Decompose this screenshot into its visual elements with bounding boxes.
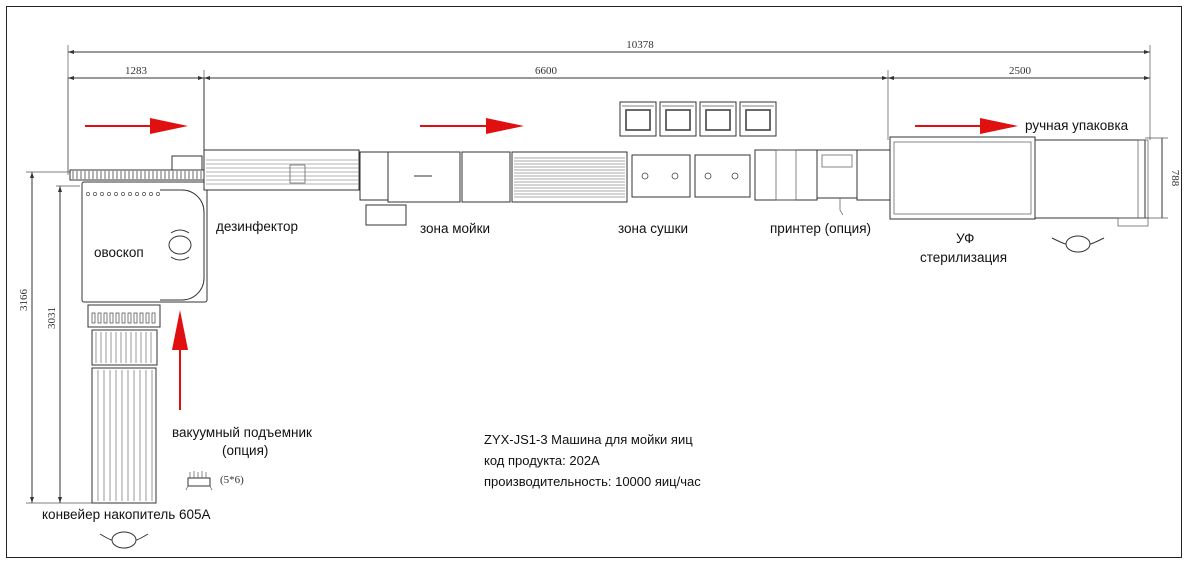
label-vacuum-line1: вакуумный подъемник — [172, 425, 312, 440]
dim-height-total: 3166 — [18, 289, 30, 312]
roller-rail — [72, 171, 202, 179]
dim-uv: 2500 — [1009, 65, 1032, 77]
dim-main: 6600 — [535, 65, 558, 77]
label-washing-zone: зона мойки — [420, 221, 490, 236]
conveyor-body — [91, 367, 157, 504]
label-drying-zone: зона сушки — [618, 221, 688, 236]
label-ovoscope: овоскоп — [94, 245, 144, 260]
washing-unit-a — [387, 151, 461, 203]
packing-table — [1034, 139, 1146, 219]
uv-section — [889, 136, 1149, 253]
info-product-code: код продукта: 202А — [484, 453, 600, 468]
flow-arrow-icon — [85, 118, 188, 134]
label-vacuum-line2: (опция) — [222, 443, 268, 458]
label-printer: принтер (опция) — [770, 221, 871, 236]
info-capacity: производительность: 10000 яиц/час — [484, 474, 701, 489]
label-conveyor: конвейер накопитель 605А — [42, 507, 211, 522]
operator-icon — [168, 229, 192, 261]
printer-heads — [619, 101, 777, 137]
dimension-lines: 10378 1283 6600 2500 788 3166 3031 — [18, 39, 1181, 504]
label-manual-packing: ручная упаковка — [1025, 118, 1129, 133]
outer-frame — [6, 6, 1182, 558]
flow-arrow-icon — [172, 310, 188, 410]
dim-uv-width: 788 — [1169, 170, 1181, 187]
flow-arrow-icon — [915, 118, 1018, 134]
uv-chamber — [889, 136, 1036, 220]
dim-total: 10378 — [626, 39, 654, 51]
label-vacuum-grid: (5*6) — [220, 474, 244, 486]
main-line — [171, 101, 891, 226]
info-model: ZYX-JS1-3 Машина для мойки яиц — [484, 432, 693, 447]
dim-accumulator: 1283 — [125, 65, 148, 77]
drying-unit — [511, 151, 628, 203]
dim-height-inner: 3031 — [46, 307, 58, 329]
disinfector-unit — [203, 149, 360, 191]
printer-unit — [754, 149, 818, 201]
accumulator-section — [67, 78, 213, 549]
vacuum-gripper-icon — [185, 471, 213, 491]
label-uv-line1: УФ — [956, 231, 974, 246]
operator-icon — [99, 531, 149, 549]
label-disinfector: дезинфектор — [216, 219, 298, 234]
flow-arrow-icon — [420, 118, 524, 134]
washing-unit-b — [461, 151, 511, 203]
ovoscope-box — [81, 181, 208, 303]
operator-icon — [1051, 235, 1105, 253]
label-uv-line2: стерилизация — [920, 250, 1007, 265]
